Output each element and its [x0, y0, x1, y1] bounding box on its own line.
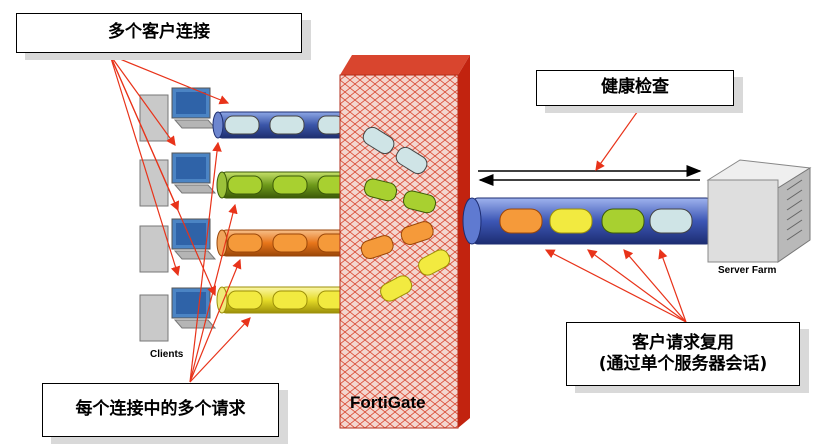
client-pc-1	[139, 87, 217, 142]
fortigate-label: FortiGate	[350, 393, 426, 412]
server-farm-label: Server Farm	[718, 265, 777, 276]
clients-label: Clients	[150, 349, 184, 360]
callout-health-check-text: 健康检查	[601, 77, 669, 98]
fortigate-firewall	[339, 55, 470, 429]
callout-multi-requests: 每个连接中的多个请求	[42, 383, 279, 437]
callout-multi-requests-text: 每个连接中的多个请求	[75, 399, 246, 420]
callout-multiplex-line2: (通过单个服务器会话)	[598, 354, 768, 374]
server-farm-icon	[706, 159, 812, 263]
callout-multiplex: 客户请求复用 (通过单个服务器会话)	[566, 322, 800, 386]
callout-health-check: 健康检查	[536, 70, 734, 106]
callout-multi-clients-text: 多个客户连接	[108, 22, 210, 43]
callout-multi-clients: 多个客户连接	[16, 13, 302, 53]
client-pc-4	[139, 287, 217, 342]
health-check-arrows	[478, 165, 702, 186]
wall-cylinders	[360, 126, 451, 302]
server-pipe	[462, 197, 713, 245]
client-pc-2	[139, 152, 217, 207]
callout-multiplex-line1: 客户请求复用	[632, 332, 734, 353]
pointer-arrows	[109, 54, 687, 383]
